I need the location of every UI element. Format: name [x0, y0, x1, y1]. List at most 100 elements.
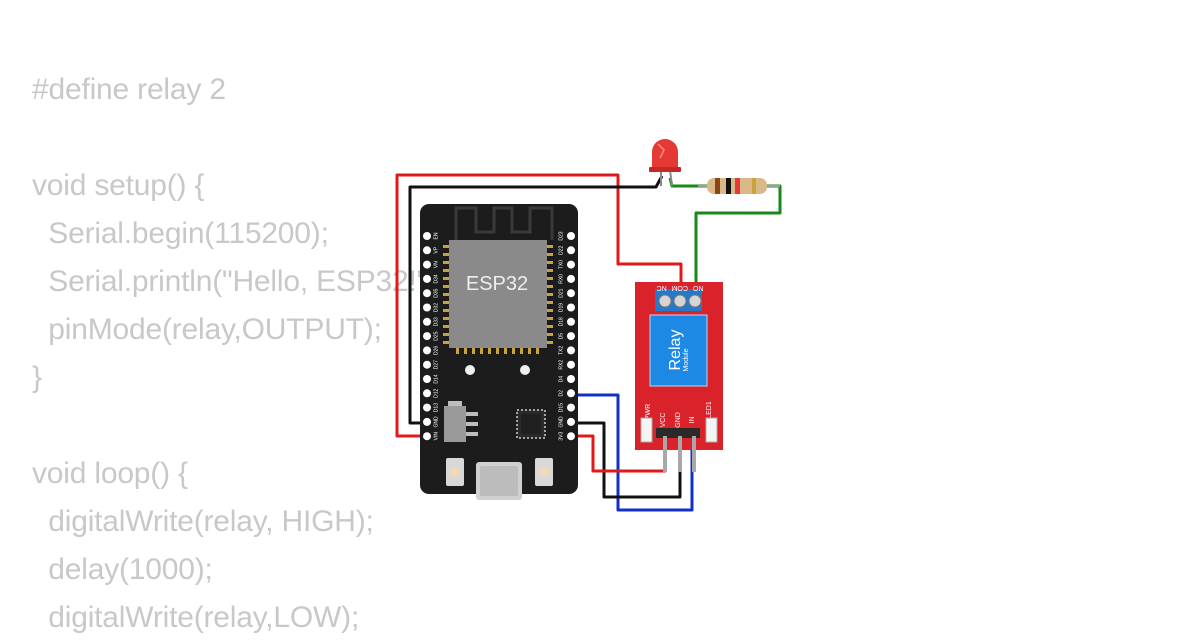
esp32-pin-label: TX0: [558, 260, 564, 269]
esp32-pin-label: GND: [433, 416, 439, 428]
red-led[interactable]: [649, 139, 681, 187]
esp32-pin-label: GND: [558, 416, 564, 428]
esp32-pin[interactable]: [423, 332, 431, 341]
esp32-pin[interactable]: [423, 260, 431, 269]
relay-title: Relay: [667, 330, 684, 371]
esp32-pin[interactable]: [423, 274, 431, 283]
usb-chip: [516, 409, 546, 439]
esp32-pin[interactable]: [567, 317, 575, 326]
esp32-pin-label: D12: [433, 389, 439, 398]
esp32-pin-label: D4: [558, 376, 564, 383]
antenna-trace: [454, 206, 554, 240]
esp32-pin-label: D22: [558, 246, 564, 255]
terminal-screw: [673, 294, 687, 308]
relay-pin-in[interactable]: [692, 436, 696, 472]
esp32-pin[interactable]: [423, 403, 431, 412]
relay-pin-gnd[interactable]: [678, 436, 682, 472]
wire-blue-d2-in: [570, 393, 694, 512]
esp32-pin-label: VIN: [433, 432, 439, 441]
code-line: #define relay 2: [32, 73, 226, 106]
esp32-pin[interactable]: [567, 289, 575, 298]
esp32-pin-label: 3V3: [558, 432, 564, 441]
esp32-pin-label: VN: [433, 261, 439, 268]
esp32-chip: [449, 240, 547, 348]
esp32-pin[interactable]: [423, 432, 431, 441]
code-line: delay(1000);: [32, 553, 213, 586]
code-line: digitalWrite(relay, HIGH);: [32, 505, 374, 538]
esp32-pin-label: D25: [433, 331, 439, 340]
esp32-pin-label: RX2: [558, 360, 564, 370]
esp32-pin[interactable]: [567, 274, 575, 283]
esp32-pin[interactable]: [567, 232, 575, 240]
esp32-pin-label: D15: [558, 403, 564, 412]
esp32-pin[interactable]: [567, 303, 575, 312]
esp32-pin[interactable]: [423, 246, 431, 255]
esp32-pin[interactable]: [423, 360, 431, 369]
chip-pads: [443, 245, 553, 354]
esp32-pin-label: D5: [558, 333, 564, 340]
relay-body: [649, 314, 708, 387]
voltage-regulator: [444, 401, 478, 442]
esp32-pin[interactable]: [423, 375, 431, 383]
relay-subtitle: Module: [683, 348, 690, 371]
relay-pin-vcc[interactable]: [663, 436, 667, 472]
code-line: pinMode(relay,OUTPUT);: [32, 313, 382, 346]
pin-label-in: IN: [689, 417, 696, 424]
pwr-led: [640, 417, 653, 443]
esp32-pin-label: D27: [433, 360, 439, 369]
esp32-pin-label: D21: [558, 288, 564, 297]
resistor[interactable]: [698, 178, 780, 194]
esp32-pin[interactable]: [567, 417, 575, 426]
code-line: void loop() {: [32, 457, 188, 490]
wire-black-gnd-led: [408, 175, 664, 425]
wire-red-vin-com: [395, 173, 683, 438]
esp32-left-pins: ENVPVND34D35D32D33D25D26D27D14D12D13GNDV…: [423, 232, 439, 440]
relay-terminal-labels: NO COM NC: [657, 284, 704, 291]
wire-green-led-resistor: [668, 177, 712, 188]
esp32-pin[interactable]: [567, 260, 575, 269]
esp32-pin[interactable]: [567, 332, 575, 341]
relay-module[interactable]: NO COM NC Relay Module PWR LED1 VCC GND …: [635, 282, 723, 472]
esp32-pin[interactable]: [567, 432, 575, 441]
esp32-pin[interactable]: [423, 232, 431, 240]
led1-label: LED1: [706, 401, 713, 419]
pin-label-vcc: VCC: [660, 413, 667, 428]
mounting-dot: [465, 365, 475, 375]
code-line: }: [32, 361, 42, 394]
wire-black-gnd-relay: [570, 421, 682, 499]
esp32-pin-label: D35: [433, 288, 439, 297]
terminal-screw: [688, 294, 702, 308]
esp32-pin[interactable]: [567, 360, 575, 369]
relay-header: [656, 428, 700, 438]
code-line: void setup() {: [32, 169, 205, 202]
esp32-pin[interactable]: [567, 246, 575, 255]
esp32-pin[interactable]: [423, 417, 431, 426]
terminal-screw: [658, 294, 672, 308]
esp32-pin-label: D26: [433, 346, 439, 355]
esp32-pin[interactable]: [567, 346, 575, 355]
code-line: Serial.begin(115200);: [32, 217, 329, 250]
esp32-pin[interactable]: [423, 303, 431, 312]
pwr-label: PWR: [645, 404, 652, 420]
esp32-pin-label: D19: [558, 303, 564, 312]
esp32-pin[interactable]: [423, 317, 431, 326]
esp32-pin-label: D13: [433, 403, 439, 412]
esp32-pin[interactable]: [423, 389, 431, 398]
boot-button[interactable]: [446, 458, 464, 486]
esp32-pin[interactable]: [567, 389, 575, 398]
esp32-pin-label: D33: [433, 317, 439, 326]
code-line: digitalWrite(relay,LOW);: [32, 601, 360, 634]
wire-green-resistor-no: [694, 184, 782, 298]
esp32-pin[interactable]: [423, 346, 431, 355]
mounting-dot: [520, 365, 530, 375]
esp32-pin-label: VP: [433, 246, 439, 253]
esp32-pin[interactable]: [567, 403, 575, 412]
esp32-pin[interactable]: [423, 289, 431, 298]
en-button[interactable]: [535, 458, 553, 486]
esp32-pin-label: D32: [433, 303, 439, 312]
esp32-pin-label: D14: [433, 374, 439, 383]
esp32-pin[interactable]: [567, 375, 575, 383]
esp32-right-pins: D23D22TX0RX0D21D19D18D5TX2RX2D4D2D15GND3…: [558, 231, 575, 441]
